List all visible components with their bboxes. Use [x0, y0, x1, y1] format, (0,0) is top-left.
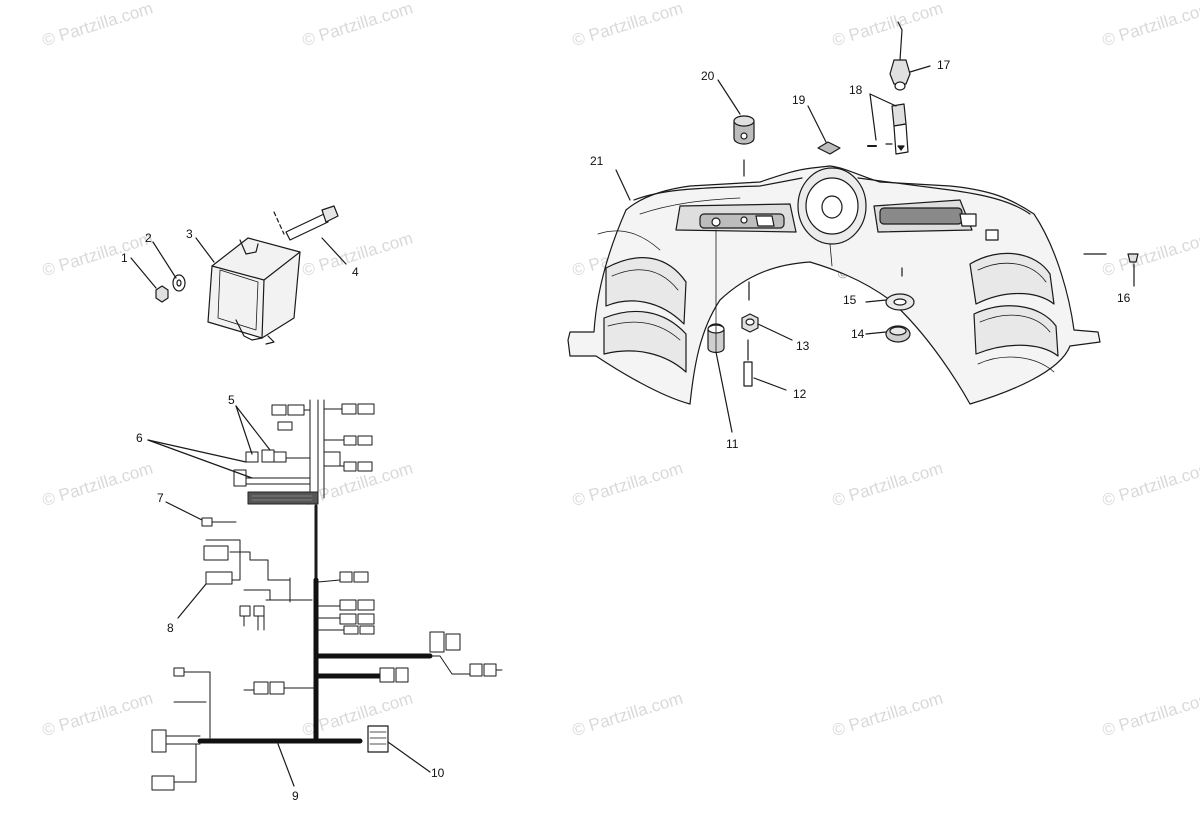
- harness-left-branch: [201, 517, 313, 631]
- nut: [155, 285, 169, 303]
- screw: [1083, 253, 1139, 263]
- callout-14: 14: [851, 327, 865, 341]
- module-assembly: [130, 205, 347, 345]
- callout-19: 19: [792, 93, 806, 107]
- bezel-nut: [885, 325, 911, 343]
- callout-15: 15: [843, 293, 857, 307]
- callout-11: 11: [726, 437, 739, 451]
- electronic-module: [207, 237, 301, 345]
- dashboard-pod-assembly: [567, 21, 1139, 433]
- callout-16: 16: [1117, 291, 1131, 305]
- callout-17: 17: [937, 58, 951, 72]
- callout-4: 4: [352, 265, 359, 279]
- hex-nut: [741, 281, 759, 333]
- light-socket: [889, 21, 911, 91]
- harness-bottom-branch: [151, 667, 211, 791]
- callout-3: 3: [186, 227, 193, 241]
- wiring-harness-assembly: [147, 399, 503, 791]
- center-gauge-pod: [797, 167, 867, 245]
- left-vent-grille: [597, 230, 687, 373]
- callout-7: 7: [157, 491, 164, 505]
- callout-12: 12: [793, 387, 807, 401]
- right-instrument-bay: [873, 199, 977, 233]
- callout-10: 10: [431, 766, 445, 780]
- washer: [172, 274, 186, 292]
- callout-21: 21: [590, 154, 604, 168]
- callout-8: 8: [167, 621, 174, 635]
- callout-6: 6: [136, 431, 143, 445]
- right-vent-grille: [969, 252, 1059, 373]
- decal: [817, 141, 841, 155]
- switch-square: [985, 229, 999, 241]
- callout-13: 13: [796, 339, 810, 353]
- callout-9: 9: [292, 789, 299, 803]
- key-switch: [867, 103, 909, 155]
- left-instrument-bay: [675, 203, 797, 233]
- mounting-bolt: [273, 205, 339, 241]
- grommet: [885, 267, 915, 311]
- ignition-switch: [733, 115, 755, 177]
- harness-main-trunk: [197, 504, 433, 744]
- harness-right-branch: [243, 571, 503, 695]
- callout-5: 5: [228, 393, 235, 407]
- bulb: [743, 339, 753, 387]
- dash-panel: [567, 165, 1101, 405]
- callout-18: 18: [849, 83, 863, 97]
- callout-20: 20: [701, 69, 715, 83]
- callout-1: 1: [121, 251, 128, 265]
- main-harness-connector: [367, 725, 389, 753]
- callout-2: 2: [145, 231, 152, 245]
- harness-connector-cluster: [233, 399, 375, 505]
